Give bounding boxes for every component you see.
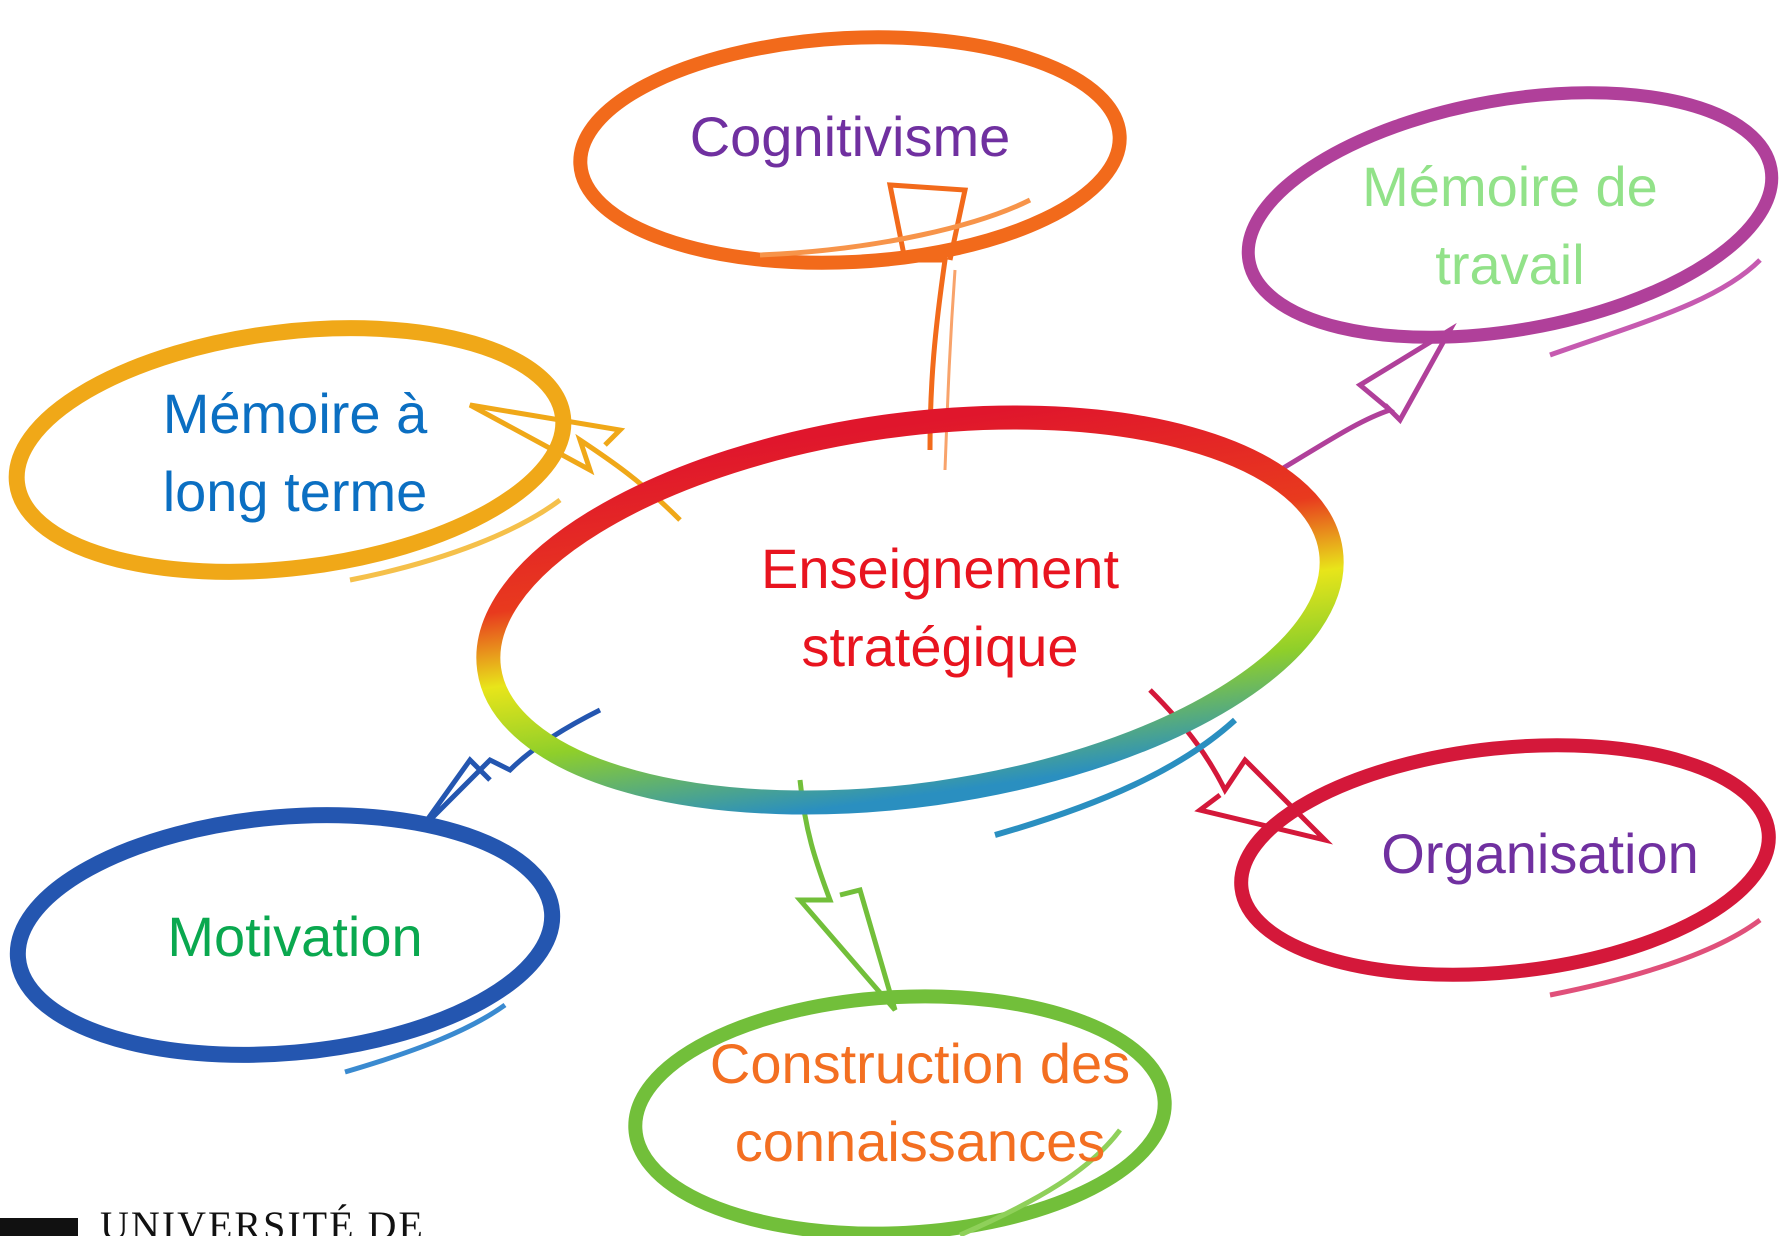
node-label-construction-line-1: Construction des xyxy=(709,1032,1131,1095)
node-label-construction-line-2: connaissances xyxy=(734,1110,1106,1173)
center-label: Enseignement stratégique xyxy=(720,530,1160,686)
ring-organisation xyxy=(1234,738,1776,998)
node-label-cognitivisme-line-1: Cognitivisme xyxy=(689,105,1011,168)
node-label-motivation: Motivation xyxy=(115,898,475,976)
center-label-line-2: stratégique xyxy=(801,615,1079,678)
ring-memoire-long-terme xyxy=(8,320,572,583)
center-label-line-1: Enseignement xyxy=(760,537,1119,600)
node-label-memoire-travail-line-2: travail xyxy=(1435,233,1585,296)
arrow-to-motivation xyxy=(417,707,602,832)
arrow-to-construction xyxy=(794,779,898,1012)
node-label-memoire-long-terme-line-2: long terme xyxy=(162,460,428,523)
node-label-organisation-line-1: Organisation xyxy=(1381,822,1699,885)
node-label-memoire-long-terme: Mémoire à long terme xyxy=(110,375,480,531)
node-label-construction: Construction des connaissances xyxy=(690,1025,1150,1181)
node-label-memoire-travail: Mémoire de travail xyxy=(1310,148,1710,304)
ring-motivation xyxy=(9,807,561,1075)
node-label-cognitivisme: Cognitivisme xyxy=(640,98,1060,176)
ring-construction xyxy=(628,989,1172,1236)
ring-cognitivisme xyxy=(573,30,1127,270)
ring-memoire-travail xyxy=(1241,86,1779,358)
node-label-memoire-travail-line-1: Mémoire de xyxy=(1362,155,1658,218)
arrow-to-memoire-long-terme xyxy=(468,402,682,522)
node-label-motivation-line-1: Motivation xyxy=(167,905,423,968)
university-footer: UNIVERSITÉ DE xyxy=(0,1204,600,1236)
university-name: UNIVERSITÉ DE xyxy=(100,1203,425,1236)
ring-center xyxy=(476,405,1344,838)
node-label-memoire-long-terme-line-1: Mémoire à xyxy=(162,382,428,445)
node-label-organisation: Organisation xyxy=(1340,815,1740,893)
university-logo-mark xyxy=(0,1218,78,1236)
arrow-to-memoire-travail xyxy=(1278,322,1457,473)
arrow-to-organisation xyxy=(1148,688,1334,845)
